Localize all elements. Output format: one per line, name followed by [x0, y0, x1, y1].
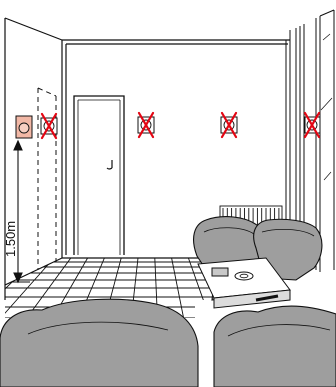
- thermostat-crossed-2: [138, 113, 154, 137]
- door: [74, 96, 124, 255]
- thermostat-crossed-1: [41, 114, 57, 138]
- ceiling-left-edge: [5, 18, 62, 40]
- foreground-sofa-right: [214, 306, 336, 387]
- foreground-sofa-left: [0, 299, 198, 387]
- thermostat-icon: [19, 123, 29, 133]
- floor-tile-line: [0, 258, 4, 330]
- door-handle: [107, 160, 112, 169]
- thermostat-crossed-3: [221, 113, 237, 137]
- thermostat-correct: [16, 116, 32, 138]
- height-label: 1.50m: [3, 221, 18, 257]
- thermostat-crossed-4: [305, 113, 320, 137]
- book-icon: [212, 268, 228, 276]
- height-dimension: [12, 141, 30, 282]
- dashed-doorway: [38, 88, 56, 270]
